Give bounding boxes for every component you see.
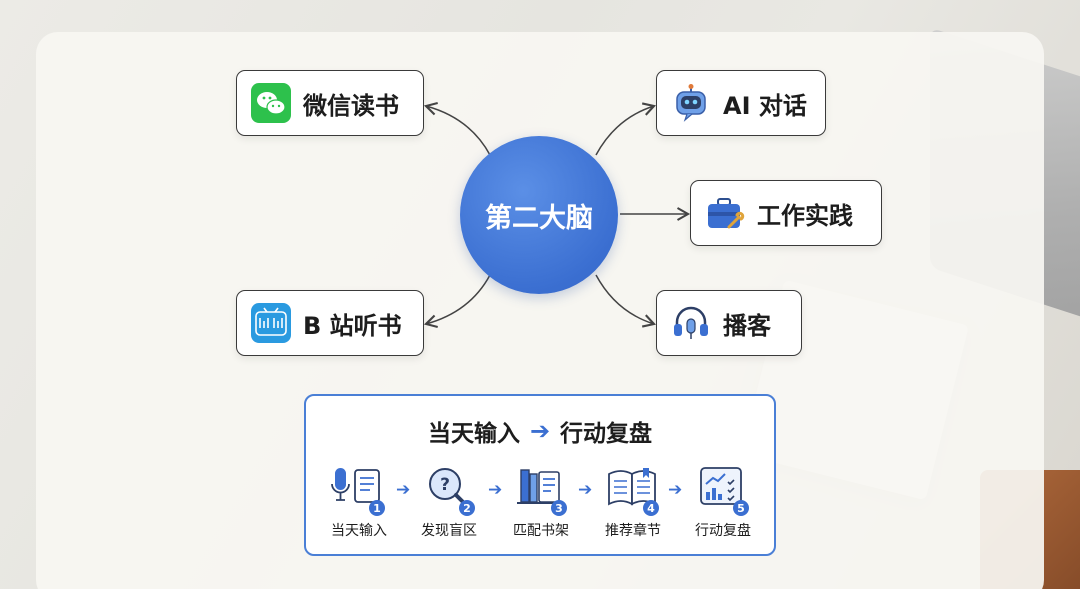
connector-ai <box>595 102 657 156</box>
svg-text:?: ? <box>440 475 450 495</box>
chart-checklist-icon: 5 <box>695 464 751 516</box>
workflow-step: 3 匹配书架 <box>498 464 584 540</box>
open-book-icon: 4 <box>605 464 661 516</box>
node-label: 播客 <box>723 311 771 340</box>
step-label: 匹配书架 <box>513 523 569 539</box>
node-wechat-reading: 微信读书 <box>236 70 424 136</box>
wechat-icon <box>251 83 291 123</box>
step-label: 行动复盘 <box>695 523 751 539</box>
toolbox-icon <box>705 193 745 233</box>
step-number-badge: 5 <box>733 500 749 516</box>
node-work-practice: 工作实践 <box>690 180 882 246</box>
hub-second-brain: 第二大脑 <box>460 136 618 294</box>
node-label: AI 对话 <box>723 91 807 120</box>
step-number-badge: 4 <box>643 500 659 516</box>
node-podcast: 播客 <box>656 290 802 356</box>
connector-podcast <box>595 274 657 328</box>
node-label: 工作实践 <box>757 201 853 230</box>
workflow-title-from: 当天输入 <box>427 421 520 447</box>
connector-bili <box>423 274 491 329</box>
workflow-step: 4 推荐章节 <box>590 464 676 540</box>
workflow-title-to: 行动复盘 <box>560 421 653 447</box>
node-bilibili-audiobook: B 站听书 <box>236 290 424 356</box>
hub-label: 第二大脑 <box>485 202 593 234</box>
workflow-step: 5 行动复盘 <box>680 464 766 540</box>
bilibili-icon <box>251 303 291 343</box>
magnifier-question-icon: ? 2 <box>421 464 477 516</box>
step-label: 推荐章节 <box>605 523 661 539</box>
node-label: 微信读书 <box>303 91 399 120</box>
step-label: 发现盲区 <box>421 523 477 539</box>
arrow-right-icon: ➔ <box>529 417 551 445</box>
workflow-step: ? 2 发现盲区 <box>406 464 492 540</box>
robot-icon <box>671 83 711 123</box>
step-arrow-icon: ➔ <box>396 480 411 500</box>
step-arrow-icon: ➔ <box>488 480 503 500</box>
step-number-badge: 3 <box>551 500 567 516</box>
workflow-box: 当天输入 ➔ 行动复盘 1 当天输入 ➔ ? 2 发现盲区 ➔ <box>304 394 776 556</box>
mic-notes-icon: 1 <box>331 464 387 516</box>
step-label: 当天输入 <box>331 523 387 539</box>
headphones-icon <box>671 303 711 343</box>
bookshelf-icon: 3 <box>513 464 569 516</box>
step-arrow-icon: ➔ <box>668 480 683 500</box>
workflow-step: 1 当天输入 <box>316 464 402 540</box>
node-ai-chat: AI 对话 <box>656 70 826 136</box>
step-arrow-icon: ➔ <box>578 480 593 500</box>
connector-wechat <box>423 101 491 156</box>
step-number-badge: 1 <box>369 500 385 516</box>
step-number-badge: 2 <box>459 500 475 516</box>
workflow-title: 当天输入 ➔ 行动复盘 <box>306 414 774 448</box>
node-label: B 站听书 <box>303 311 402 340</box>
